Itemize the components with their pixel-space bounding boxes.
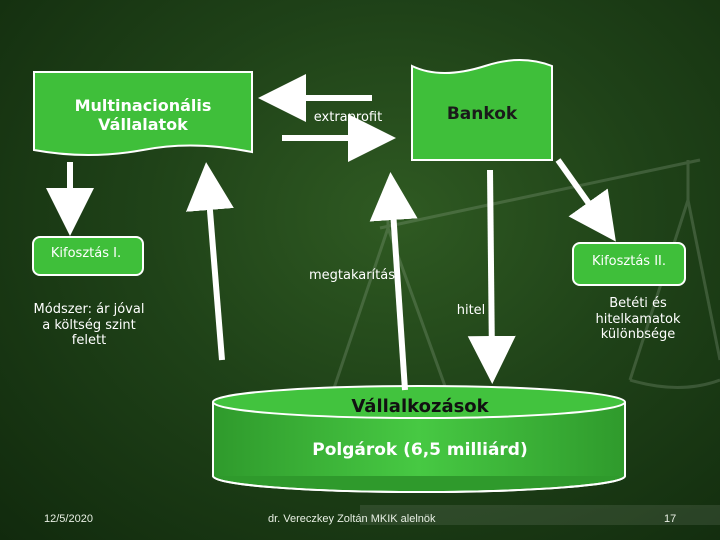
footer-author: dr. Vereczkey Zoltán MKIK alelnök: [268, 513, 436, 525]
method-label: Módszer: ár jóval a költség szint felett: [33, 302, 145, 349]
enterprises-label: Vállalkozások: [351, 396, 489, 417]
kifosztas-2-box: [572, 242, 686, 286]
kifosztas-1-label: Kifosztás I.: [50, 246, 122, 261]
extraprofit-label: extraprofit: [313, 110, 383, 125]
savings-label: megtakarítás: [308, 268, 396, 283]
enterprises-cylinder: [212, 385, 626, 493]
kifosztas-1-box: [32, 236, 144, 276]
banks-label: Bankok: [446, 104, 518, 124]
upward-arrow: [186, 162, 234, 361]
credit-arrow: [467, 169, 516, 384]
banks-to-kifosztas2-arrow: [555, 158, 616, 242]
footer-date: 12/5/2020: [44, 513, 93, 525]
citizens-label: Polgárok (6,5 milliárd): [312, 440, 528, 460]
interest-label: Betéti és hitelkamatok különbsége: [595, 296, 681, 343]
multinational-label: Multinacionális Vállalatok: [74, 96, 212, 135]
kifosztas-2-label: Kifosztás II.: [591, 254, 667, 269]
credit-label: hitel: [456, 303, 486, 318]
multinational-banner: [33, 71, 253, 156]
savings-arrow: [369, 172, 418, 391]
banks-banner: [411, 59, 553, 161]
footer-page-number: 17: [664, 513, 677, 525]
